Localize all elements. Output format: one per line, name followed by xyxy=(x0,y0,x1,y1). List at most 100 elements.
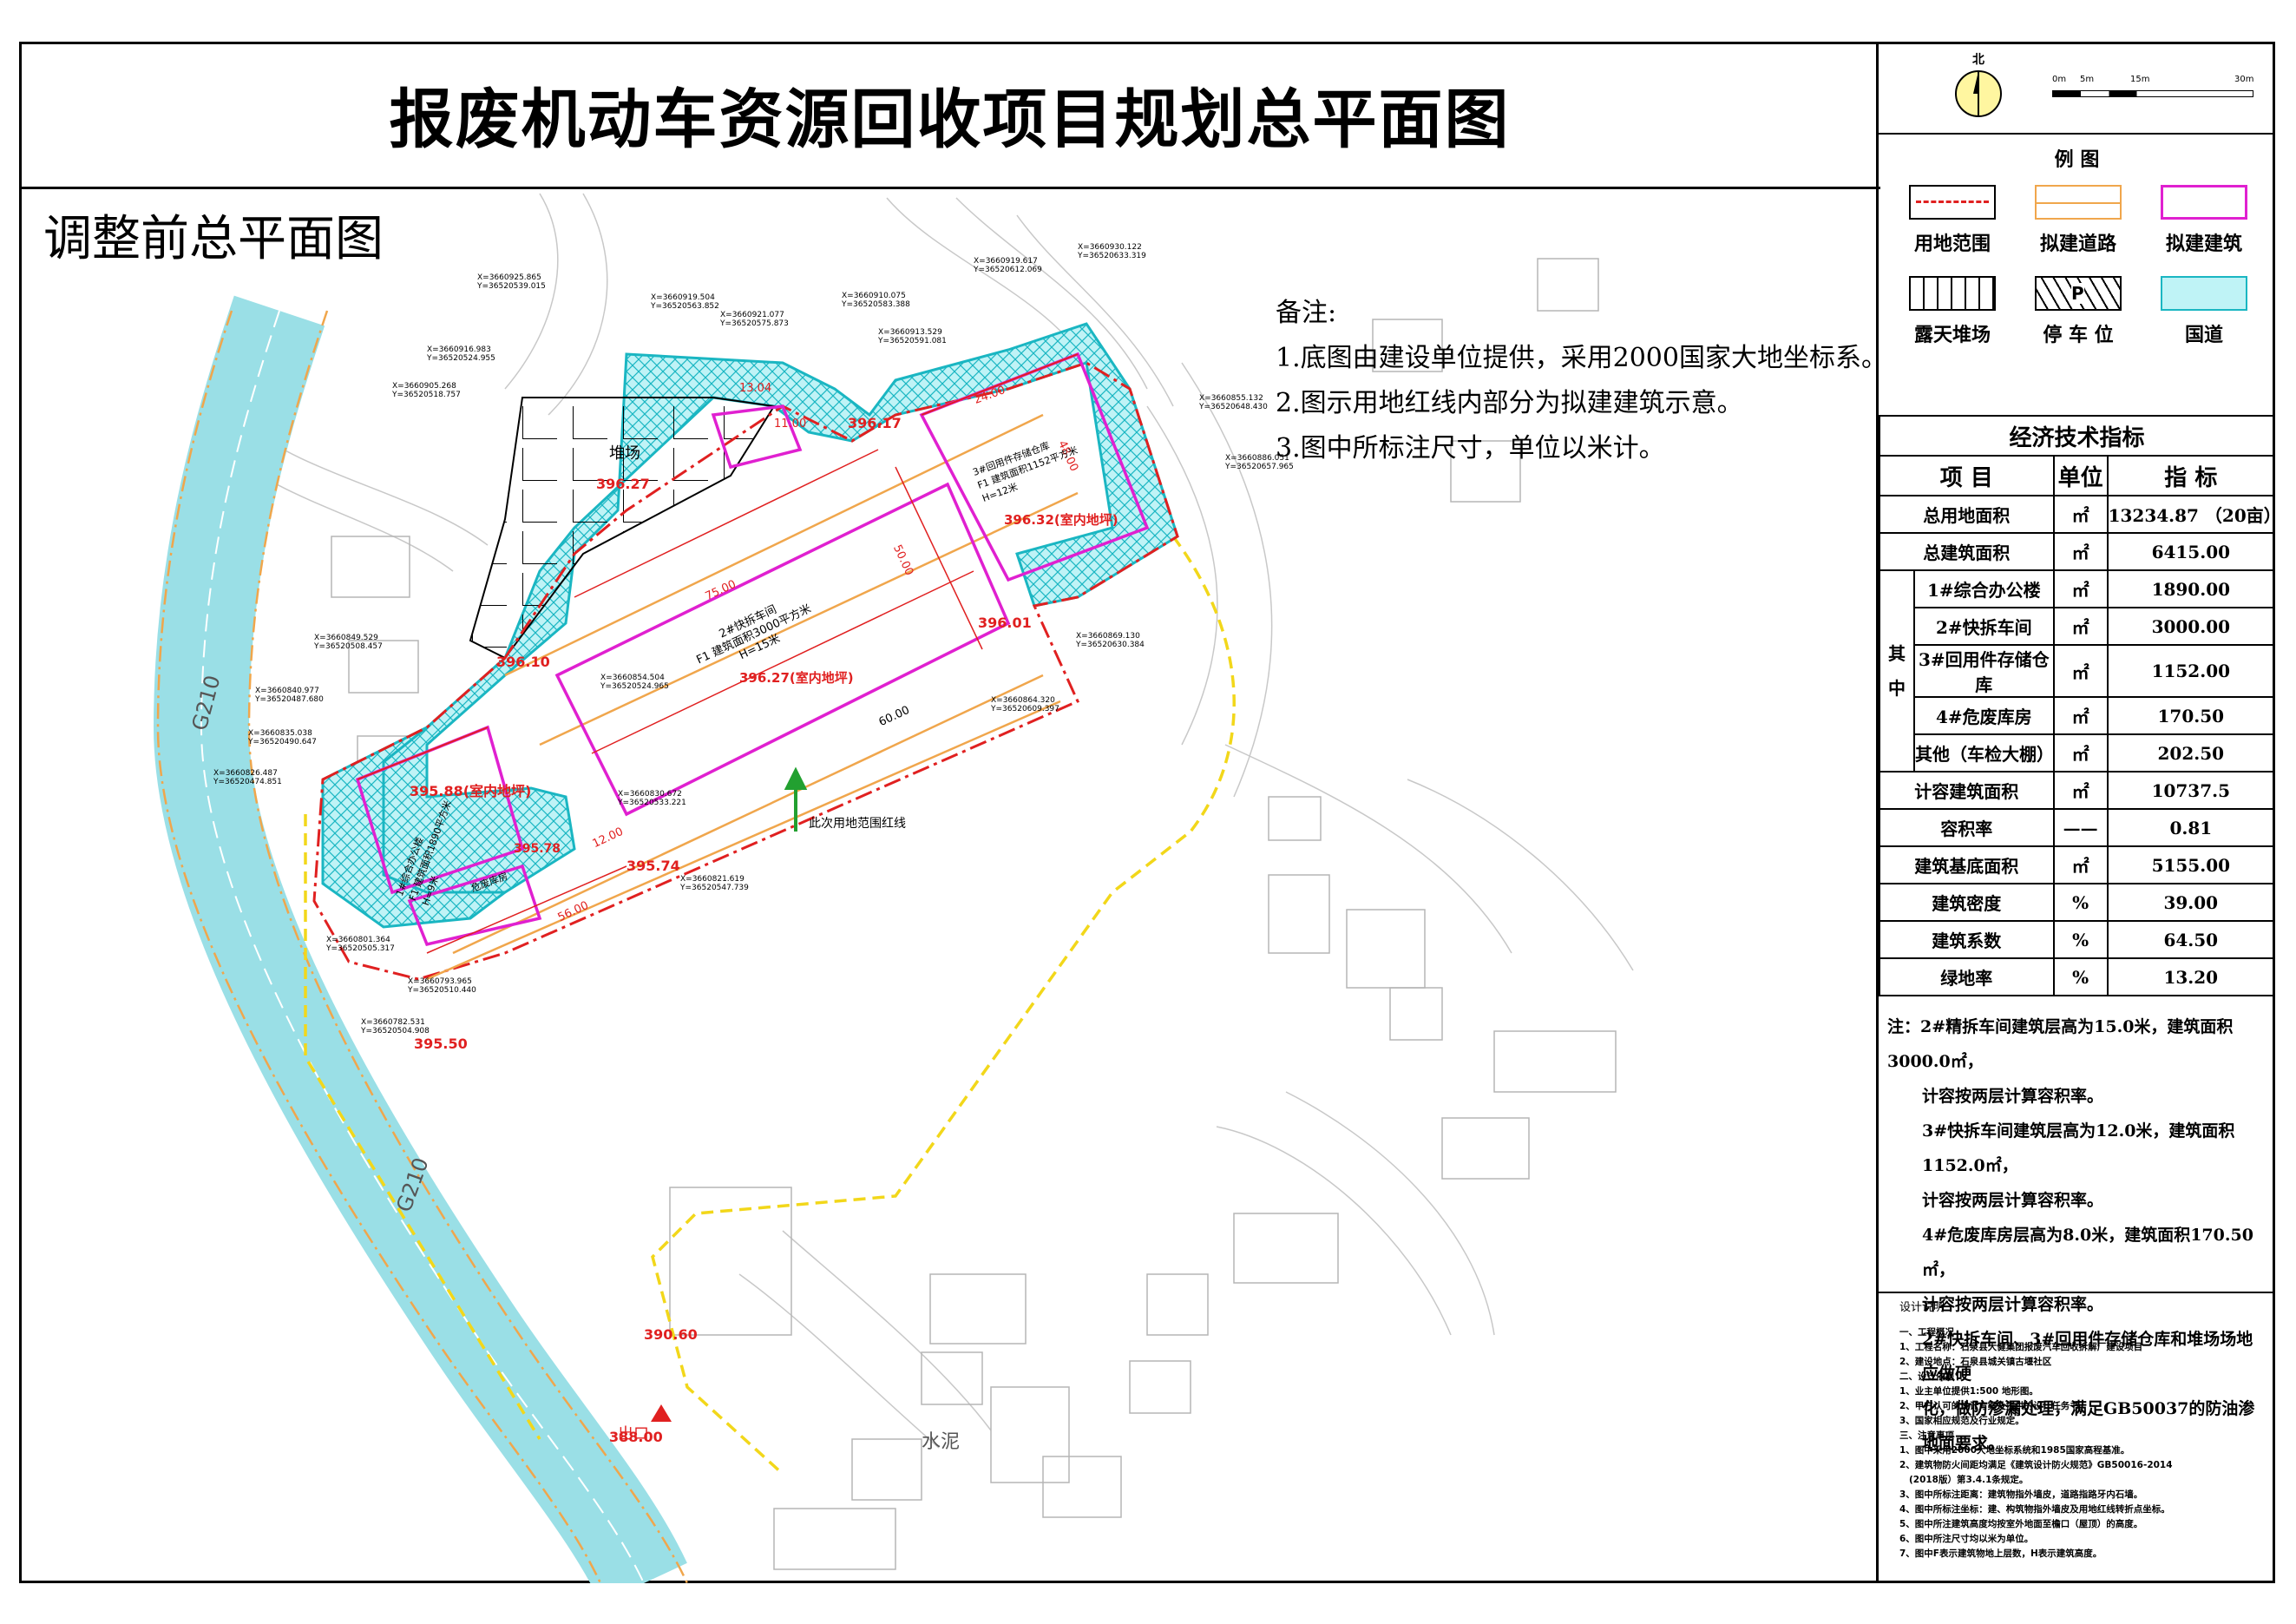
table-notes: 注：2#精拆车间建筑层高为15.0米，建筑面积3000.0㎡， 计容按两层计算容… xyxy=(1887,1017,2255,1453)
table-row: 建筑密度%39.00 xyxy=(1879,883,2276,922)
dimension-lines xyxy=(426,449,983,954)
elevation-396-10: 396.10 xyxy=(496,654,550,670)
table-row: 建筑系数%64.50 xyxy=(1879,920,2276,959)
legend-title: 例 图 xyxy=(2054,149,2100,171)
elevation-395-88: 395.88(室内地坪) xyxy=(410,783,532,799)
elevation-396-17: 396.17 xyxy=(848,415,902,431)
coord-21: X=3660801.364 Y=36520505.317 xyxy=(326,936,395,953)
plan-subtitle: 调整前总平面图 xyxy=(43,211,384,267)
elevation-388-00: 388.00 xyxy=(609,1429,663,1445)
existing-buildings xyxy=(331,258,1617,1570)
site-red-line xyxy=(312,361,1179,981)
coord-7: X=3660930.122 Y=36520633.319 xyxy=(1078,243,1146,260)
office-yard-hatch xyxy=(321,726,509,929)
coord-10: X=3660855.132 Y=36520648.430 xyxy=(1199,394,1268,411)
notes-heading: 备注: xyxy=(1276,298,1337,328)
site-plan: 堆场 2#快拆车间F1 建筑面积3000平方米H=15米 此次用地范围红线 G2… xyxy=(19,189,1876,1583)
building-2 xyxy=(554,482,1011,817)
coord-17: X=3660864.320 Y=36520609.397 xyxy=(991,696,1059,713)
site-boundary-icon xyxy=(1909,185,1996,220)
coord-23: X=3660782.531 Y=36520504.908 xyxy=(361,1018,430,1036)
notes-block: 备注: 1.底图由建设单位提供，采用2000国家大地坐标系。 2.图示用地红线内… xyxy=(1276,291,1887,471)
coord-20: X=3660821.619 Y=36520547.739 xyxy=(680,875,749,892)
dim-13: 13.04 xyxy=(739,382,772,395)
planned-building-icon xyxy=(2161,185,2247,220)
coord-15: X=3660826.487 Y=36520474.851 xyxy=(213,769,282,786)
coord-8: X=3660916.983 Y=36520524.955 xyxy=(427,345,495,363)
legend-site-boundary: 用地范围 xyxy=(1892,185,2013,256)
elevation-395-74: 395.74 xyxy=(626,858,680,874)
elevation-396-32: 396.32(室内地坪) xyxy=(1004,512,1118,528)
coord-12: X=3660849.529 Y=36520508.457 xyxy=(314,634,383,651)
scale-bar: 0m 5m 15m 30m xyxy=(2052,75,2260,109)
cement-label: 水泥 xyxy=(922,1431,960,1453)
coord-11: X=3660886.051 Y=36520657.965 xyxy=(1225,454,1294,471)
legend-national-road: 国道 xyxy=(2143,276,2265,347)
legend-parking: P 停 车 位 xyxy=(2017,276,2139,347)
scale-tick: 5m xyxy=(2080,75,2095,84)
coord-6: X=3660919.617 Y=36520612.069 xyxy=(974,257,1042,274)
elevation-396-27: 396.27 xyxy=(596,476,650,492)
coord-2: X=3660919.504 Y=36520563.852 xyxy=(651,293,719,311)
col-value: 指 标 xyxy=(2106,455,2276,496)
coord-9: X=3660905.268 Y=36520518.757 xyxy=(392,382,461,399)
elevation-396-01: 396.01 xyxy=(978,615,1032,631)
stockyard-label: 堆场 xyxy=(609,444,640,463)
existing-site-boundary-west xyxy=(304,814,541,1440)
open-storage-icon xyxy=(1909,276,1996,311)
side-panel: 北 0m 5m 15m 30m 例 图 用地范围 拟建道路 拟建建筑 露天堆场 … xyxy=(1876,42,2281,1583)
national-road-icon xyxy=(2161,276,2247,311)
coord-13: X=3660840.977 Y=36520487.680 xyxy=(255,687,324,704)
econ-title: 经济技术指标 xyxy=(1879,415,2275,457)
col-item: 项 目 xyxy=(1879,455,2055,496)
coord-22: X=3660793.965 Y=36520510.440 xyxy=(408,977,476,995)
scale-tick: 30m xyxy=(2234,75,2254,84)
note-item: 1.底图由建设单位提供，采用2000国家大地坐标系。 xyxy=(1276,343,1887,373)
redline-note: 此次用地范围红线 xyxy=(809,816,906,831)
legend-open-storage: 露天堆场 xyxy=(1892,276,2013,347)
coord-4: X=3660910.075 Y=36520583.388 xyxy=(842,292,910,309)
table-row: 容积率——0.81 xyxy=(1879,808,2276,847)
north-label: 北 xyxy=(1972,53,1984,67)
exit-label: 出口 xyxy=(618,1425,649,1443)
note-item: 2.图示用地红线内部分为拟建建筑示意。 xyxy=(1276,388,1743,418)
building-4 xyxy=(407,864,542,947)
elevation-395-50: 395.50 xyxy=(414,1036,468,1052)
design-heading: 设计说明 xyxy=(1899,1301,1945,1314)
legend-planned-road: 拟建道路 xyxy=(2017,185,2139,256)
building-small xyxy=(711,404,803,470)
planned-roads xyxy=(426,413,1079,981)
elevation-396-27-floor: 396.27(室内地坪) xyxy=(739,670,854,686)
note-item: 3.图中所标注尺寸，单位以米计。 xyxy=(1276,433,1665,464)
north-arrow-icon xyxy=(1955,70,2002,117)
redline-arrow xyxy=(784,766,808,832)
parking-icon: P xyxy=(2035,276,2122,311)
exit-marker-icon xyxy=(651,1404,672,1422)
legend-planned-building: 拟建建筑 xyxy=(2143,185,2265,256)
planned-road-icon xyxy=(2035,185,2122,220)
design-notes: 设计说明 一、工程概况 1、工程名称：石泉县大健集团报废汽车回收拆解厂建设项目 … xyxy=(1879,1292,2275,1562)
col-unit: 单位 xyxy=(2052,455,2109,496)
coord-18: X=3660869.130 Y=36520630.384 xyxy=(1076,632,1145,649)
existing-site-boundary xyxy=(651,535,1236,1476)
national-road-g210 xyxy=(153,295,689,1583)
coord-1: X=3660925.865 Y=36520539.015 xyxy=(477,273,546,291)
page-title: 报废机动车资源回收项目规划总平面图 xyxy=(19,42,1880,189)
table-row: 绿地率%13.20 xyxy=(1879,957,2276,996)
elevation-390-60: 390.60 xyxy=(644,1326,698,1343)
coord-14: X=3660835.038 Y=36520490.647 xyxy=(248,729,317,746)
coord-5: X=3660913.529 Y=36520591.081 xyxy=(878,328,947,345)
coord-16: X=3660854.504 Y=36520524.965 xyxy=(600,674,669,691)
scale-tick: 15m xyxy=(2130,75,2150,84)
coord-19: X=3660830.672 Y=36520533.221 xyxy=(618,790,686,807)
north-compass: 北 xyxy=(1948,50,2009,128)
